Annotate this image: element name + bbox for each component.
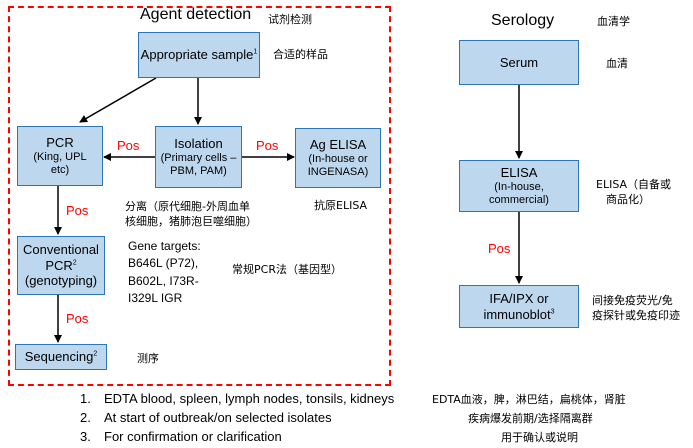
footnote-2: 2. At start of outbreak/on selected isola… <box>80 410 332 425</box>
ifa-zh-line2: 疫探针或免疫印迹 <box>592 309 680 322</box>
gene-targets-line: B602L, I73R- <box>128 273 199 288</box>
serum-box: Serum <box>459 40 579 85</box>
isolation-zh-line2: 核细胞，猪肺泡巨噬细胞） <box>125 215 257 228</box>
footnote-ref-3: 3 <box>550 308 555 316</box>
ag-elisa-zh: 抗原ELISA <box>314 199 368 212</box>
footnote-3: 3. For confirmation or clarification <box>80 429 282 444</box>
arrow-sample-to-pcr <box>79 77 157 123</box>
pcr-box: PCR (King, UPL etc) <box>17 126 103 186</box>
conventional-pcr-zh: 常规PCR法（基因型） <box>232 263 342 276</box>
footnote-ref-2b: 2 <box>93 350 98 358</box>
agent-detection-title: Agent detection <box>140 6 252 23</box>
ag-elisa-title: Ag ELISA <box>309 137 367 153</box>
elisa-zh-line2: 商品化） <box>606 193 650 206</box>
elisa-box: ELISA (In-house, commercial) <box>459 160 579 212</box>
agent-detection-region <box>8 6 391 386</box>
isolation-title: Isolation <box>174 136 223 152</box>
gene-targets-line: B646L (P72), <box>128 256 199 271</box>
footnote-1-num: 1. <box>80 391 91 406</box>
sequencing-label: Sequencing <box>24 349 94 365</box>
isolation-box: Isolation (Primary cells – PBM, PAM) <box>155 126 242 188</box>
footnote-1: 1. EDTA blood, spleen, lymph nodes, tonsi… <box>80 391 394 406</box>
conventional-pcr-line1: Conventional <box>23 242 99 258</box>
serum-zh: 血清 <box>606 57 628 70</box>
conventional-pcr-line2: PCR <box>45 257 73 273</box>
pcr-title: PCR <box>46 135 74 151</box>
conventional-pcr-box: Conventional PCR2 (genotyping) <box>17 236 105 295</box>
footnote-3-text: For confirmation or clarification <box>104 429 282 444</box>
serology-title-zh: 血清学 <box>597 15 630 28</box>
footnote-2-num: 2. <box>80 410 91 425</box>
gene-targets-line: Gene targets: <box>128 239 201 253</box>
ag-elisa-box: Ag ELISA (In-house or INGENASA) <box>295 128 381 188</box>
appropriate-sample-box: Appropriate sample1 <box>138 32 260 78</box>
pos-label-elisa-ifa: Pos <box>488 241 511 256</box>
agent-detection-title-zh: 试剂检测 <box>268 13 312 26</box>
isolation-sub: (Primary cells – PBM, PAM) <box>160 151 237 177</box>
pos-label-isolation-ag-elisa: Pos <box>256 138 279 153</box>
ifa-line2: immunoblot <box>483 306 551 322</box>
appropriate-sample-zh: 合适的样品 <box>273 48 328 61</box>
pos-label-pcr-conventional: Pos <box>66 203 89 218</box>
elisa-zh-line1: ELISA（自备或 <box>596 178 672 191</box>
footnote-ref-2: 2 <box>72 259 77 267</box>
conventional-pcr-line3: (genotyping) <box>24 273 98 289</box>
gene-targets-line: I329L IGR <box>128 291 183 306</box>
sequencing-zh: 测序 <box>137 352 159 365</box>
footnote-ref-1: 1 <box>253 48 258 56</box>
footnote-3-num: 3. <box>80 429 91 444</box>
ifa-zh-line1: 间接免疫荧光/免 <box>592 294 673 307</box>
gene-targets: Gene targets: B646L (P72), B602L, I73R- … <box>128 238 201 308</box>
elisa-sub: (In-house, commercial) <box>489 180 549 206</box>
isolation-zh-line1: 分离（原代细胞-外周血单 <box>125 200 250 213</box>
footnote-2-zh: 疾病爆发前期/选择隔离群 <box>468 412 593 425</box>
footnote-3-zh: 用于确认或说明 <box>501 431 578 444</box>
elisa-title: ELISA <box>500 165 538 181</box>
footnote-1-zh: EDTA血液，脾，淋巴结，扁桃体，肾脏 <box>432 393 626 406</box>
sequencing-box: Sequencing2 <box>15 344 107 370</box>
pos-label-conventional-sequencing: Pos <box>66 311 89 326</box>
pos-label-isolation-pcr: Pos <box>117 138 140 153</box>
pcr-sub: (King, UPL etc) <box>33 150 87 176</box>
footnote-2-text: At start of outbreak/on selected isolate… <box>104 410 332 425</box>
ag-elisa-sub: (In-house or INGENASA) <box>307 152 369 178</box>
ifa-line1: IFA/IPX or <box>489 290 549 306</box>
serology-title: Serology <box>491 12 555 29</box>
footnote-1-text: EDTA blood, spleen, lymph nodes, tonsils… <box>104 391 395 406</box>
ifa-box: IFA/IPX or immunoblot3 <box>459 285 579 328</box>
serum-label: Serum <box>499 54 539 70</box>
appropriate-sample-label: Appropriate sample <box>140 47 254 63</box>
